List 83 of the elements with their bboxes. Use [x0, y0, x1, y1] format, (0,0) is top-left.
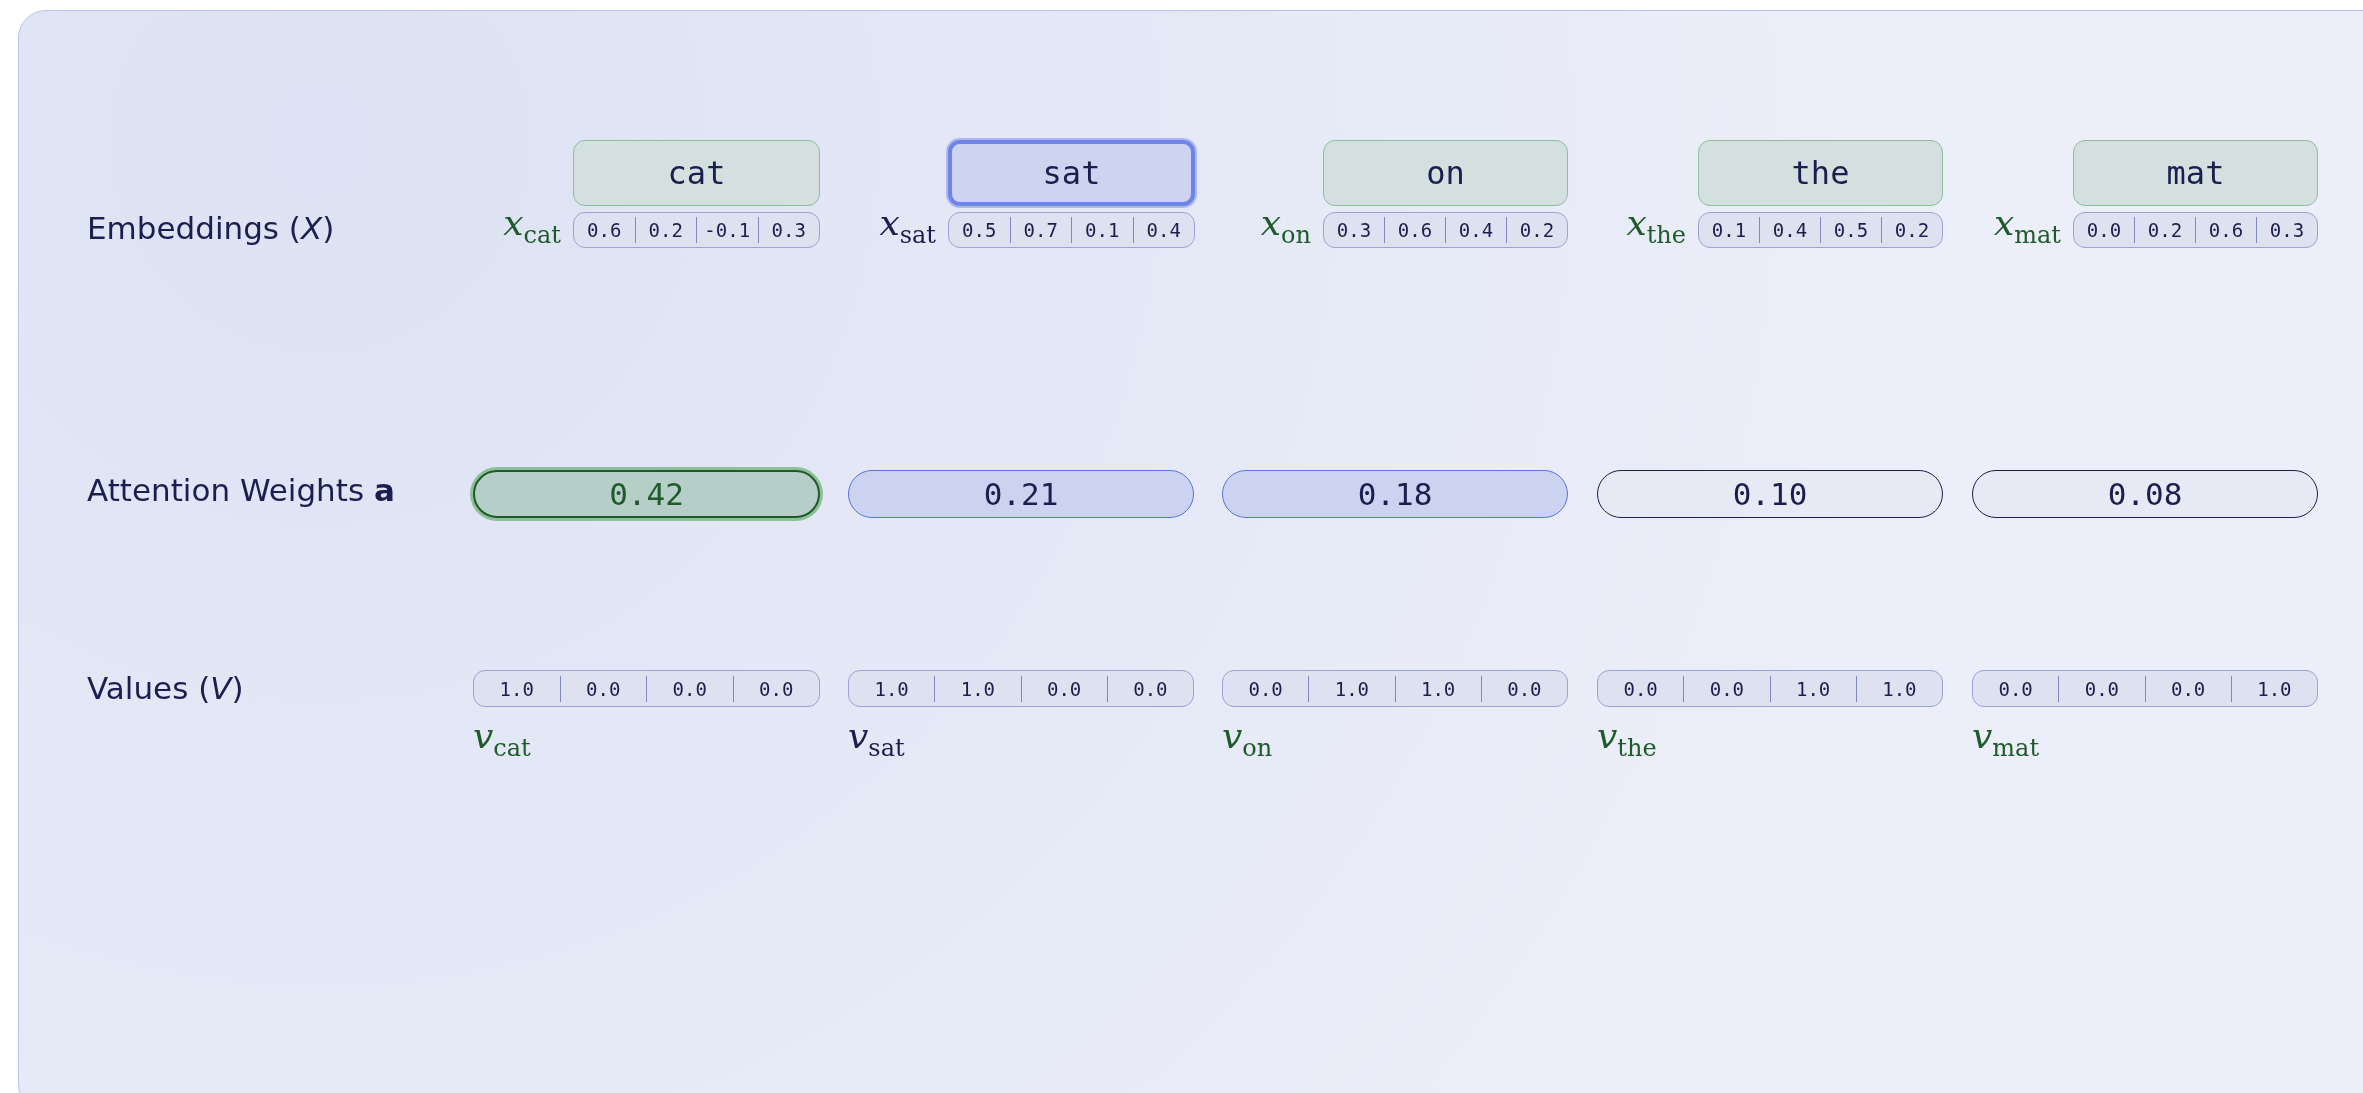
vector-entry: 0.2 [634, 217, 696, 243]
vector-entry: 0.0 [2085, 218, 2123, 243]
math-symbol: x$_{mat}$ [1993, 202, 2061, 250]
math-symbol: v$_{sat}$ [848, 715, 905, 763]
row-label: Values (V) [87, 670, 244, 706]
vector-entry: 0.2 [2134, 217, 2195, 243]
vector-entry: 0.0 [1106, 675, 1193, 702]
vector-entry: 1.0 [1855, 675, 1942, 702]
row-label: Embeddings (X) [87, 210, 335, 246]
token-text: on [1426, 154, 1465, 192]
token-box [2073, 140, 2318, 206]
vector-entry: 1.0 [934, 675, 1021, 702]
value-vector [848, 670, 1194, 707]
vector-entry: 0.0 [2144, 675, 2231, 702]
vector-entry: 0.3 [1335, 218, 1373, 243]
vector-entry: 0.1 [1710, 218, 1748, 243]
vector-entry: 0.0 [732, 675, 819, 702]
vector-entry: 0.2 [1506, 217, 1567, 243]
vector-entry: 0.0 [2058, 675, 2145, 702]
vector-entry: 0.3 [2256, 217, 2317, 243]
vector-entry: 0.0 [646, 675, 733, 702]
weight-pill [1597, 470, 1943, 518]
math-symbol: x$_{the}$ [1626, 202, 1686, 250]
weight-pill [473, 470, 820, 518]
math-symbol: x$_{on}$ [1260, 202, 1311, 250]
vector-entry: 0.3 [757, 217, 819, 243]
weight-value: 0.42 [609, 476, 684, 512]
value-vector [1597, 670, 1943, 707]
embedding-vector [573, 212, 820, 248]
vector-entry: 0.5 [961, 218, 998, 243]
vector-entry: 0.2 [1881, 217, 1942, 243]
weight-value: 0.21 [983, 476, 1059, 512]
vector-entry: 0.6 [2195, 217, 2256, 243]
vector-entry: 1.0 [1769, 675, 1856, 702]
vector-entry: 1.0 [873, 676, 910, 702]
token-box [948, 140, 1195, 206]
weight-value: 0.18 [1357, 476, 1433, 512]
vector-entry: 0.0 [1020, 675, 1107, 702]
vector-entry: -0.1 [696, 217, 758, 243]
math-symbol: x$_{sat}$ [879, 202, 936, 250]
vector-entry: 0.0 [1247, 676, 1284, 702]
vector-entry: 0.6 [586, 218, 623, 243]
embedding-vector [1323, 212, 1568, 248]
vector-entry: 0.0 [1997, 676, 2034, 702]
weight-pill [1222, 470, 1568, 518]
vector-entry: 0.4 [1445, 217, 1506, 243]
vector-entry: 0.4 [1132, 217, 1194, 243]
token-text: cat [667, 154, 726, 192]
vector-entry: 1.0 [1394, 675, 1481, 702]
embedding-vector [1698, 212, 1943, 248]
vector-entry: 0.0 [1622, 676, 1659, 702]
row-label: Attention Weights a [87, 472, 395, 508]
vector-entry: 0.0 [1683, 675, 1770, 702]
vector-entry: 0.5 [1820, 217, 1881, 243]
vector-entry: 1.0 [498, 676, 535, 702]
weight-pill [1972, 470, 2318, 518]
vector-entry: 0.6 [1384, 217, 1445, 243]
value-vector [1972, 670, 2318, 707]
token-text: the [1791, 154, 1850, 192]
math-symbol: v$_{cat}$ [473, 715, 531, 763]
weight-value: 0.10 [1732, 476, 1808, 512]
vector-entry: 1.0 [1308, 675, 1395, 702]
math-symbol: v$_{mat}$ [1972, 715, 2040, 763]
vector-entry: 0.7 [1009, 217, 1071, 243]
math-symbol: x$_{cat}$ [503, 202, 561, 250]
token-text: sat [1042, 154, 1101, 192]
value-vector [1222, 670, 1568, 707]
vector-entry: 0.0 [1480, 675, 1567, 702]
token-box [573, 140, 820, 206]
embedding-vector [2073, 212, 2318, 248]
vector-entry: 0.0 [559, 675, 646, 702]
vector-entry: 0.4 [1759, 217, 1820, 243]
token-box [1698, 140, 1943, 206]
math-symbol: v$_{the}$ [1597, 715, 1657, 763]
vector-entry: 1.0 [2230, 675, 2317, 702]
weight-pill [848, 470, 1194, 518]
vector-entry: 0.1 [1071, 217, 1133, 243]
weight-value: 0.08 [2107, 476, 2183, 512]
token-text: mat [2166, 154, 2225, 192]
token-box [1323, 140, 1568, 206]
math-symbol: v$_{on}$ [1222, 715, 1273, 763]
embedding-vector [948, 212, 1195, 248]
value-vector [473, 670, 820, 707]
